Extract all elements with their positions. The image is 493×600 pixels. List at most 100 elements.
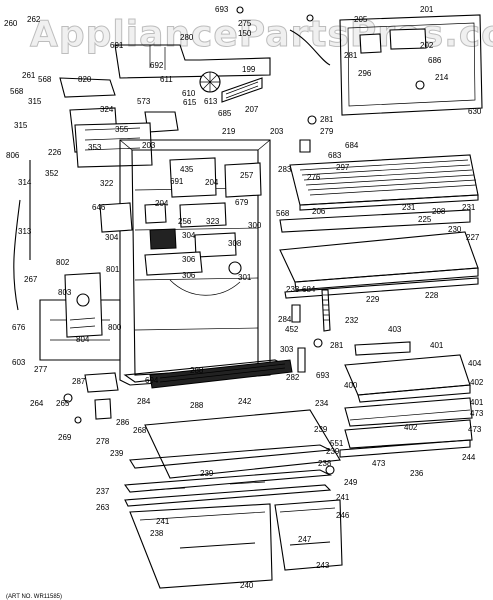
label-214: 214 — [435, 73, 449, 82]
label-206: 206 — [312, 207, 326, 216]
label-233: 233 — [286, 285, 300, 294]
label-231a: 231 — [402, 203, 416, 212]
label-277: 277 — [34, 365, 48, 374]
label-401: 401 — [430, 341, 444, 350]
label-150: 150 — [238, 29, 252, 38]
label-207: 207 — [245, 105, 259, 114]
label-257: 257 — [240, 171, 254, 180]
label-225: 225 — [418, 215, 432, 224]
label-802: 802 — [56, 258, 70, 267]
shelf-ladder — [321, 289, 331, 332]
label-306a: 306 — [182, 255, 196, 264]
label-303: 303 — [280, 345, 294, 354]
label-279: 279 — [320, 127, 334, 136]
label-199: 199 — [242, 65, 256, 74]
label-603: 603 — [12, 358, 26, 367]
label-686: 686 — [428, 56, 442, 65]
label-239a: 239 — [326, 447, 340, 456]
label-244: 244 — [462, 453, 476, 462]
label-646: 646 — [92, 203, 106, 212]
label-355: 355 — [115, 125, 129, 134]
label-202: 202 — [420, 41, 434, 50]
label-234: 234 — [315, 399, 329, 408]
label-281a: 281 — [344, 51, 358, 60]
label-630: 630 — [468, 107, 482, 116]
label-352: 352 — [45, 169, 59, 178]
label-297: 297 — [336, 163, 350, 172]
label-228: 228 — [425, 291, 439, 300]
label-275: 275 — [238, 19, 252, 28]
toe-grille — [149, 359, 293, 389]
label-268: 268 — [133, 426, 147, 435]
label-679: 679 — [235, 198, 249, 207]
label-219: 219 — [222, 127, 236, 136]
label-304b: 304 — [182, 231, 196, 240]
label-267: 267 — [24, 275, 38, 284]
label-404: 404 — [468, 359, 482, 368]
label-249: 249 — [344, 478, 358, 487]
label-314: 314 — [18, 178, 32, 187]
label-283: 283 — [278, 165, 292, 174]
label-264: 264 — [30, 399, 44, 408]
label-284: 284 — [137, 397, 151, 406]
label-691a: 691 — [110, 41, 124, 50]
freezer-door-inner — [289, 14, 483, 116]
label-613: 613 — [204, 97, 218, 106]
label-201: 201 — [420, 5, 434, 14]
label-308: 308 — [228, 239, 242, 248]
label-240: 240 — [240, 581, 254, 590]
control-components — [64, 157, 262, 338]
label-684: 684 — [345, 141, 359, 150]
label-282: 282 — [286, 373, 300, 382]
label-230: 230 — [448, 225, 462, 234]
label-280: 280 — [180, 33, 194, 42]
label-263: 263 — [96, 503, 110, 512]
label-435: 435 — [180, 165, 194, 174]
label-288a: 288 — [190, 366, 204, 375]
label-236: 236 — [410, 469, 424, 478]
label-205: 205 — [354, 15, 368, 24]
label-693a: 693 — [215, 5, 229, 14]
label-676: 676 — [12, 323, 26, 332]
label-323: 323 — [206, 217, 220, 226]
label-237: 237 — [96, 487, 110, 496]
label-296: 296 — [358, 69, 372, 78]
label-803: 803 — [58, 288, 72, 297]
label-568a: 568 — [10, 87, 24, 96]
label-239b: 239 — [110, 449, 124, 458]
label-241a: 241 — [336, 493, 350, 502]
label-246: 246 — [336, 511, 350, 520]
label-306b: 306 — [182, 271, 196, 280]
label-242: 242 — [238, 397, 252, 406]
label-693b: 693 — [316, 371, 330, 380]
label-684b: 684 — [302, 285, 316, 294]
label-238a: 238 — [318, 459, 332, 468]
label-269: 269 — [58, 433, 72, 442]
label-243: 243 — [316, 561, 330, 570]
drain-tube — [13, 199, 21, 311]
label-226: 226 — [48, 148, 62, 157]
label-238b: 238 — [150, 529, 164, 538]
compressor-parts — [63, 372, 119, 424]
label-204a: 204 — [205, 178, 219, 187]
label-204b: 204 — [155, 199, 169, 208]
label-573: 573 — [137, 97, 151, 106]
label-691b: 691 — [170, 177, 184, 186]
label-353: 353 — [88, 143, 102, 152]
label-278: 278 — [96, 437, 110, 446]
label-322: 322 — [100, 179, 114, 188]
label-276: 276 — [307, 173, 321, 182]
label-281c: 281 — [330, 341, 344, 350]
label-304a: 304 — [105, 233, 119, 242]
part-labels: 260 262 261 568 315 315 806 314 313 267 … — [4, 5, 484, 590]
label-241b: 241 — [156, 517, 170, 526]
label-400: 400 — [344, 381, 358, 390]
label-685: 685 — [218, 109, 232, 118]
label-227: 227 — [466, 233, 480, 242]
label-247: 247 — [298, 535, 312, 544]
label-203b: 203 — [270, 127, 284, 136]
label-313: 313 — [18, 227, 32, 236]
label-235: 239 — [314, 425, 328, 434]
label-315a: 315 — [28, 97, 42, 106]
label-452: 452 — [285, 325, 299, 334]
